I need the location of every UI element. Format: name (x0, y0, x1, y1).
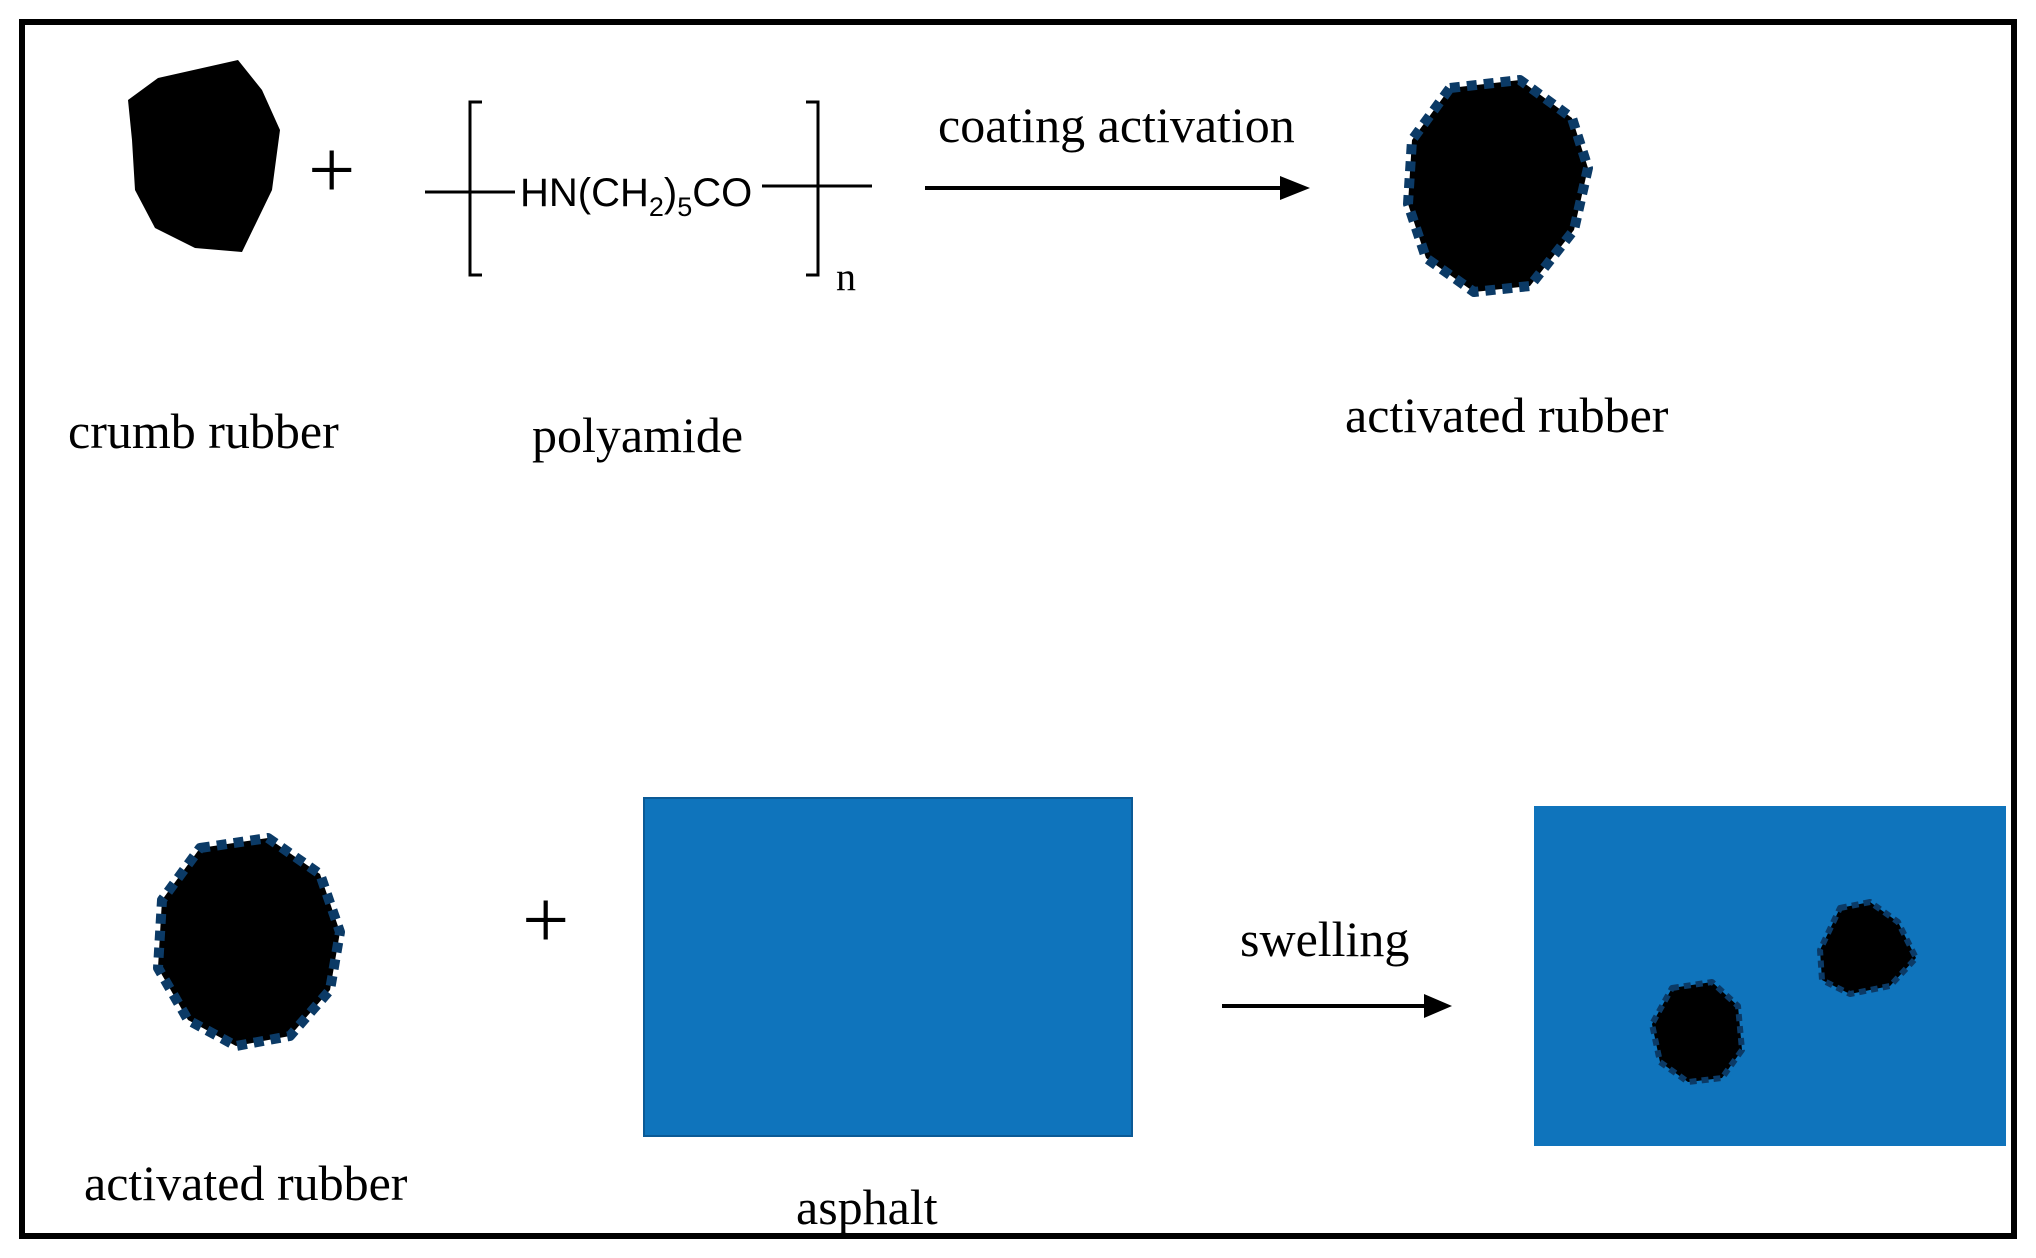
result-asphalt-block (1534, 806, 2006, 1146)
activated-rubber-particle-1 (1403, 75, 1593, 297)
left-bracket (468, 100, 482, 277)
dispersed-rubber-particle-1 (1649, 979, 1745, 1085)
swollen-asphalt-result (1534, 806, 2006, 1146)
polyamide-label: polyamide (532, 407, 743, 463)
plus-sign-1: + (308, 124, 355, 217)
swelling-arrow-head (1424, 994, 1452, 1018)
swelling-label: swelling (1240, 911, 1409, 967)
crumb-rubber-particle (128, 60, 280, 252)
dispersed-rubber-particle-2 (1817, 899, 1919, 997)
crumb-rubber-label: crumb rubber (68, 403, 339, 459)
right-bracket (806, 100, 820, 277)
coating-activation-label: coating activation (938, 97, 1295, 153)
plus-sign-2: + (522, 874, 569, 967)
activated-rubber-label-1: activated rubber (1345, 387, 1669, 443)
repeat-count-n: n (836, 254, 856, 299)
coating-arrow-head (1280, 176, 1310, 200)
polyamide-repeat-unit: HN(CH2)5CO n (425, 100, 872, 299)
asphalt-label: asphalt (796, 1179, 938, 1235)
activated-rubber-particle-2 (153, 833, 345, 1051)
activated-rubber-label-2: activated rubber (84, 1155, 408, 1211)
polyamide-formula: HN(CH2)5CO (520, 171, 752, 222)
asphalt-block (643, 797, 1133, 1137)
